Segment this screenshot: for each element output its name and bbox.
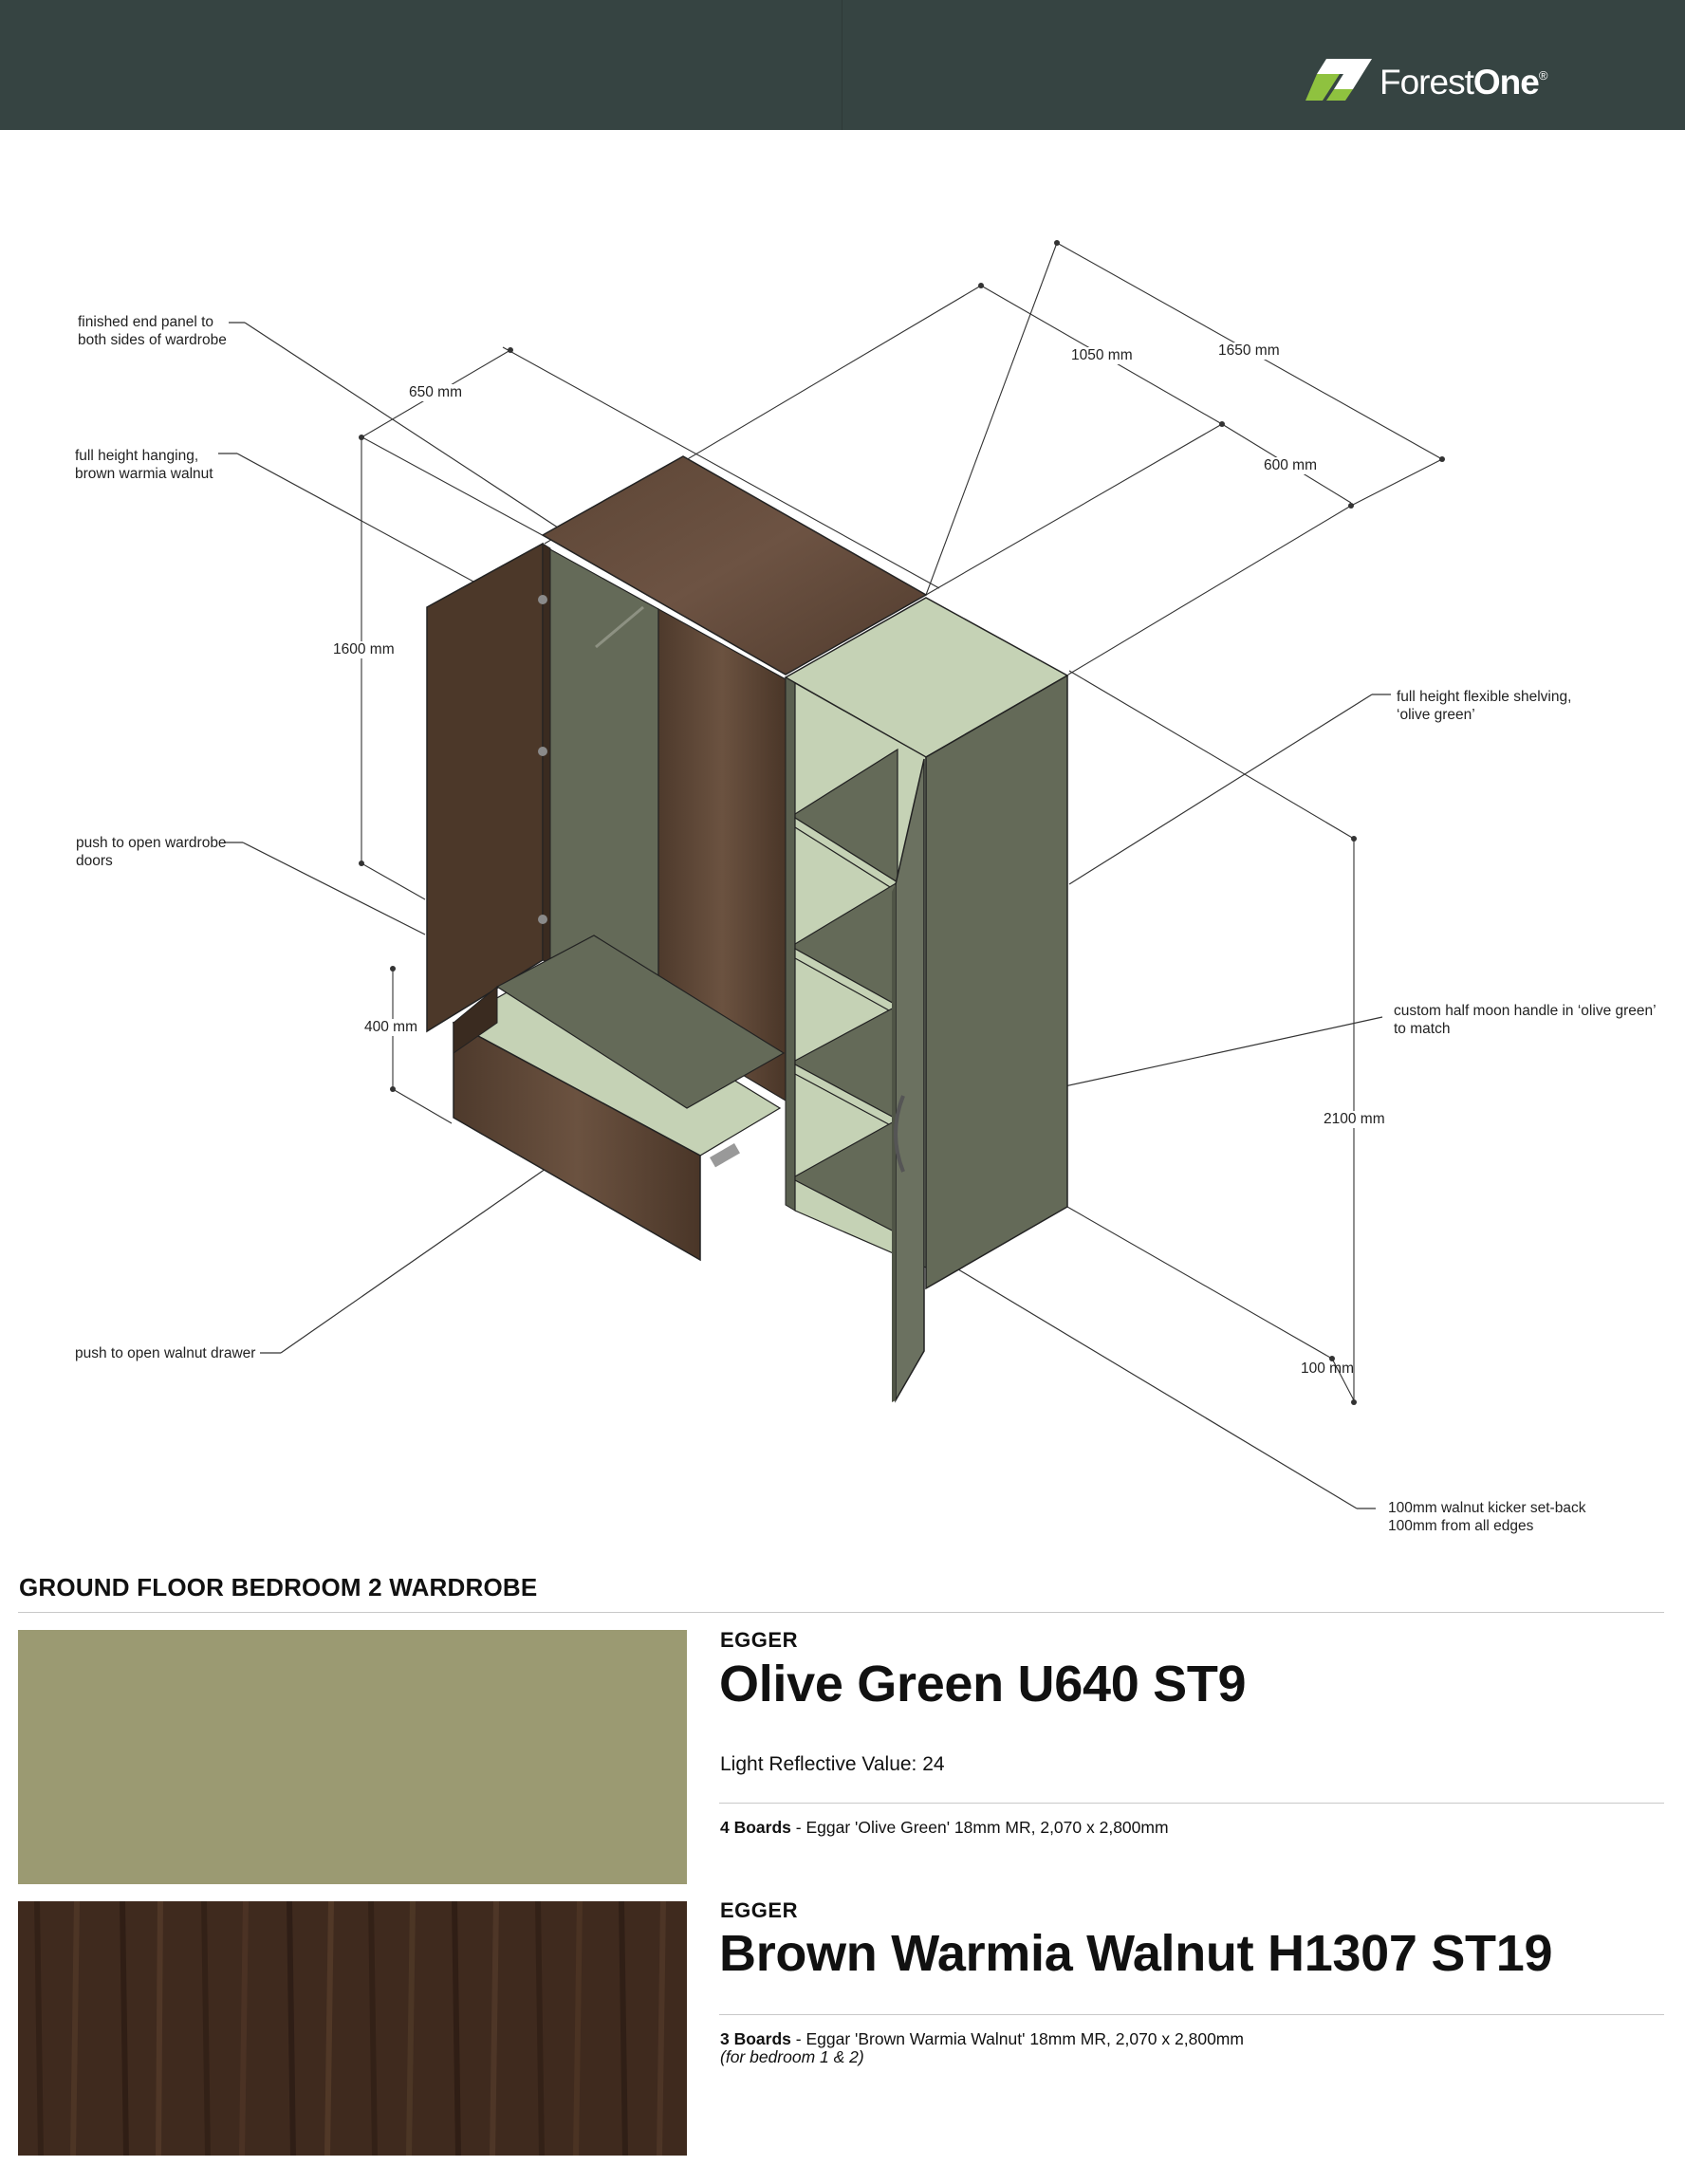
material-2-note: (for bedroom 1 & 2) — [720, 2047, 864, 2066]
callout-shelving: full height flexible shelving, ‘olive gr… — [1397, 689, 1572, 723]
material-1-divider — [719, 1803, 1664, 1804]
dimension-600: 600 mm — [1262, 457, 1319, 474]
material-1-brand: EGGER — [720, 1628, 798, 1652]
forestone-leaf-icon — [1305, 59, 1372, 101]
callout-handle: custom half moon handle in ‘olive green’… — [1394, 1003, 1657, 1037]
logo-text: ForestOne® — [1379, 63, 1547, 102]
callout-hanging: full height hanging, brown warmia walnut — [75, 448, 213, 482]
material-1-lrv: Light Reflective Value: 24 — [720, 1753, 945, 1775]
callout-push-drawer: push to open walnut drawer — [75, 1345, 256, 1361]
material-2-name: Brown Warmia Walnut H1307 ST19 — [719, 1925, 1553, 1982]
callout-kicker: 100mm walnut kicker set-back 100mm from … — [1388, 1500, 1586, 1534]
dimension-400: 400 mm — [362, 1019, 419, 1036]
callout-end-panel: finished end panel to both sides of ward… — [78, 314, 227, 348]
material-2-brand: EGGER — [720, 1898, 798, 1922]
olive-green-swatch — [18, 1630, 687, 1884]
material-2-divider — [719, 2014, 1664, 2015]
callout-push-doors: push to open wardrobe doors — [76, 835, 227, 869]
page-header: ForestOne® — [0, 0, 1685, 130]
material-2-boards: 3 Boards - Eggar 'Brown Warmia Walnut' 1… — [720, 2029, 1244, 2066]
dimension-1050: 1050 mm — [1069, 347, 1135, 364]
material-1-name: Olive Green U640 ST9 — [719, 1656, 1247, 1712]
material-1-boards: 4 Boards - Eggar 'Olive Green' 18mm MR, … — [720, 1818, 1169, 1837]
dimension-1600: 1600 mm — [331, 641, 397, 658]
section-divider — [18, 1612, 1664, 1613]
dimension-650: 650 mm — [407, 384, 464, 401]
brown-warmia-walnut-swatch — [18, 1901, 687, 2156]
wardrobe-drawing: finished end panel to both sides of ward… — [0, 130, 1685, 1563]
dimension-1650: 1650 mm — [1216, 342, 1282, 360]
section-title: GROUND FLOOR BEDROOM 2 WARDROBE — [19, 1573, 538, 1601]
forestone-logo: ForestOne® — [1305, 57, 1547, 108]
dimension-2100: 2100 mm — [1322, 1111, 1387, 1128]
dimension-100: 100 mm — [1301, 1360, 1354, 1377]
wardrobe-isometric-illustration — [218, 240, 1445, 1509]
